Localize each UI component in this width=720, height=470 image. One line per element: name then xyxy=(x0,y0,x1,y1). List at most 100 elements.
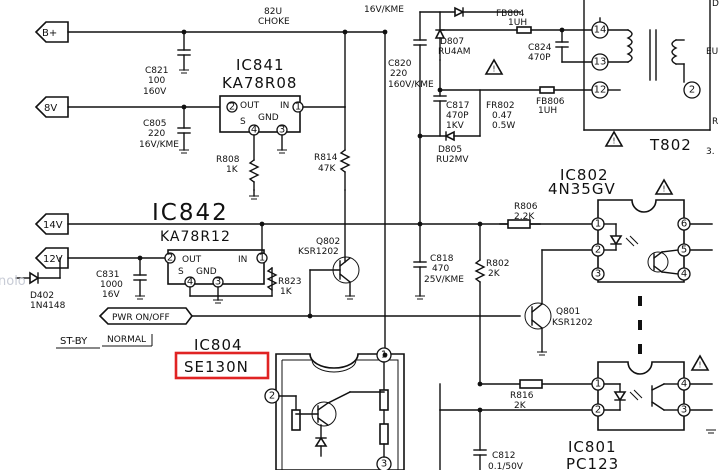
r808-value: 1K xyxy=(226,165,239,175)
ic801-ref: IC801 xyxy=(568,438,617,456)
ghost-text: nolo xyxy=(0,274,26,289)
ic804-part: SE130N xyxy=(184,358,249,376)
t802-ref: T802 xyxy=(649,136,692,154)
ic842-s: S xyxy=(178,267,184,277)
svg-text:13: 13 xyxy=(594,57,607,68)
r802-value: 2K xyxy=(488,269,501,279)
b-plus-rail: B+ xyxy=(34,21,386,43)
svg-text:2: 2 xyxy=(595,405,601,416)
svg-text:12: 12 xyxy=(594,85,607,96)
q802-transistor: Q802 KSR1202 xyxy=(298,237,360,317)
fb804-ref: FB804 xyxy=(496,9,525,19)
l802-value: 82U xyxy=(264,7,282,17)
warning-icon xyxy=(484,58,504,75)
c818-rating: 25V/KME xyxy=(424,275,464,285)
8v-label: 8V xyxy=(44,103,57,114)
c831-value: 1000 xyxy=(100,280,123,290)
t802-transformer: 14 13 12 2 T802 xyxy=(583,0,711,154)
r814-ref: R814 xyxy=(314,153,338,163)
c820-capacitor: C820 220 160V/KME xyxy=(388,11,434,225)
warning-icon xyxy=(654,178,674,195)
svg-text:!: ! xyxy=(612,137,615,146)
c817-rating: 1KV xyxy=(446,121,465,131)
r808-ref: R808 xyxy=(216,155,240,165)
ic801-optocoupler: 1 2 4 3 xyxy=(591,361,691,431)
r816-ref: R816 xyxy=(510,391,534,401)
cutoff-val: 3. xyxy=(706,147,715,157)
pwr-on-off-label: PWR ON/OFF xyxy=(112,313,170,323)
r802-ref: R802 xyxy=(486,259,509,269)
svg-text:1: 1 xyxy=(595,219,601,230)
q801-transistor: Q801 KSR1202 xyxy=(524,249,599,356)
r802-resistor: R802 2K xyxy=(474,223,509,385)
svg-text:!: ! xyxy=(662,185,665,194)
c821-capacitor: C821 100 160V xyxy=(143,31,191,97)
svg-text:!: ! xyxy=(492,65,495,74)
d807-part: RU4AM xyxy=(438,47,471,57)
c812-capacitor: C812 0.1/50V xyxy=(473,409,524,470)
ic842-gnd: GND xyxy=(196,267,217,277)
ic841-part: KA78R08 xyxy=(222,74,297,92)
ic804-shunt-regulator: 1 2 3 xyxy=(264,347,405,470)
b-plus-label: B+ xyxy=(42,28,57,39)
svg-text:5: 5 xyxy=(681,245,687,256)
c831-rating: 16V xyxy=(102,290,120,300)
fr802-value: 0.47 xyxy=(492,111,512,121)
ic842-regulator: OUT IN S GND 2 1 4 3 xyxy=(164,249,268,288)
svg-text:4: 4 xyxy=(681,269,687,280)
c817-capacitor: C817 470P 1KV xyxy=(433,59,469,137)
svg-text:2: 2 xyxy=(229,102,235,113)
svg-text:2: 2 xyxy=(595,245,601,256)
r816-value: 2K xyxy=(514,401,527,411)
q802-ref: Q802 xyxy=(316,237,340,247)
c831-capacitor: C831 1000 16V xyxy=(96,257,147,300)
cutoff-d: D xyxy=(712,0,719,9)
svg-text:3: 3 xyxy=(215,277,221,288)
r823-value: 1K xyxy=(280,287,293,297)
ic842-ref: IC842 xyxy=(152,200,229,226)
cutoff-eu: EU xyxy=(706,47,718,57)
c824-value: 470P xyxy=(528,53,551,63)
q802-part: KSR1202 xyxy=(298,247,339,257)
fb806-ref: FB806 xyxy=(536,97,565,107)
svg-text:2: 2 xyxy=(269,391,275,402)
c831-ref: C831 xyxy=(96,270,119,280)
ic801-part: PC123 xyxy=(566,455,619,470)
d402-ref: D402 xyxy=(30,291,54,301)
normal-label: NORMAL xyxy=(107,335,146,345)
12v-label: 12V xyxy=(43,254,63,265)
cutoff-r: R xyxy=(712,117,718,127)
svg-text:4: 4 xyxy=(681,379,687,390)
warning-icon xyxy=(690,354,710,371)
svg-text:3: 3 xyxy=(681,405,687,416)
fb804-value: 1UH xyxy=(508,18,527,28)
8v-rail: 8V xyxy=(34,96,221,118)
svg-text:2: 2 xyxy=(689,85,695,96)
c805-capacitor: C805 220 16V/KME xyxy=(139,106,191,154)
d805-ref: D805 xyxy=(438,145,462,155)
d805-part: RU2MV xyxy=(436,155,469,165)
st-by-label: ST-BY xyxy=(60,336,88,347)
c812-value: 0.1/50V xyxy=(488,462,524,470)
c821-value: 100 xyxy=(148,76,165,86)
c820-rating: 160V/KME xyxy=(388,80,434,90)
d807-ref: D807 xyxy=(440,37,464,47)
r806-value: 2.2K xyxy=(514,212,535,222)
ic842-out: OUT xyxy=(182,255,202,265)
fb806-value: 1UH xyxy=(538,106,557,116)
c818-value: 470 xyxy=(432,264,449,274)
ic804-ref: IC804 xyxy=(194,336,243,354)
14v-label: 14V xyxy=(43,220,63,231)
c821-rating: 160V xyxy=(143,87,167,97)
r806-ref: R806 xyxy=(514,202,538,212)
d402-diode: D402 1N4148 xyxy=(15,257,66,311)
top-cap-rating: 16V/KME xyxy=(364,5,404,15)
fr802-ref: FR802 xyxy=(486,101,515,111)
ic841-s: S xyxy=(240,117,246,127)
svg-text:6: 6 xyxy=(681,219,687,230)
c805-rating: 16V/KME xyxy=(139,140,179,150)
c818-ref: C818 xyxy=(430,254,454,264)
q801-part: KSR1202 xyxy=(552,318,593,328)
svg-text:14: 14 xyxy=(594,25,607,36)
